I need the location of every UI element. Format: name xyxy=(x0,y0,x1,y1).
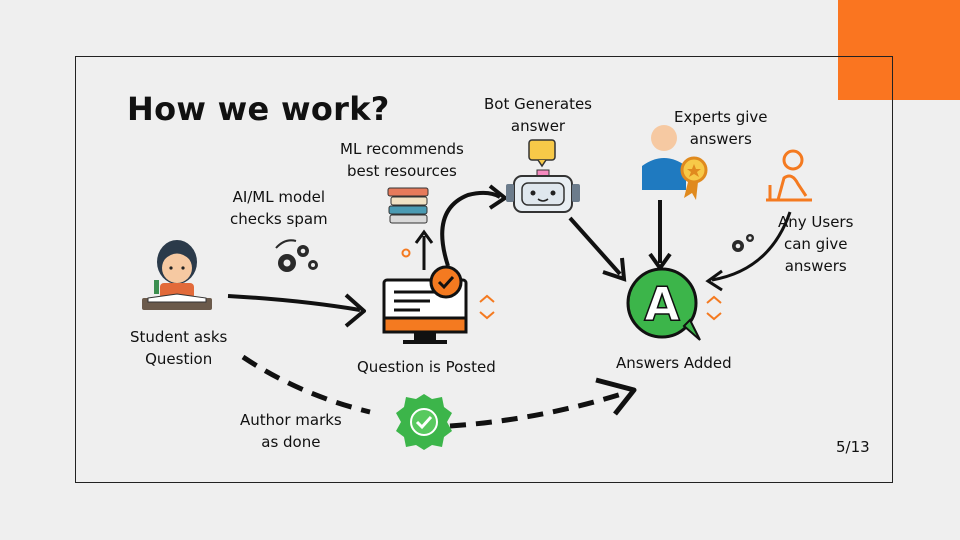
gears-small-icon xyxy=(732,234,754,252)
expert-badge-icon xyxy=(642,125,708,200)
arrow-posted-to-bot xyxy=(440,190,502,267)
answer-bubble-icon: A xyxy=(626,267,701,341)
arrow-student-to-posted xyxy=(227,294,361,312)
answers-added-label: Answers Added xyxy=(616,354,732,372)
arrow-users-to-answers xyxy=(711,211,792,282)
dashed-arrow-student-to-badge xyxy=(241,354,371,415)
books-icon xyxy=(387,187,429,224)
arrow-bot-to-answers xyxy=(568,216,622,276)
slide-frame xyxy=(75,56,893,483)
vote-caret-icon xyxy=(706,295,722,321)
page-number: 5/13 xyxy=(836,438,870,456)
slide-title: How we work? xyxy=(127,90,390,128)
robot-icon xyxy=(506,139,580,213)
computer-monitor-icon xyxy=(382,248,468,344)
orange-corner-accent xyxy=(838,0,960,100)
user-writing-icon xyxy=(766,149,812,202)
student-reading-icon xyxy=(142,240,212,310)
gears-icon xyxy=(275,239,318,272)
answer-glyph: A xyxy=(644,277,680,331)
vote-caret-icon xyxy=(479,294,495,320)
check-badge-icon xyxy=(396,394,452,450)
dashed-arrow-badge-to-answers xyxy=(449,389,629,429)
question-posted-label: Question is Posted xyxy=(357,358,496,376)
arrow-student-to-posted-head xyxy=(344,293,366,328)
